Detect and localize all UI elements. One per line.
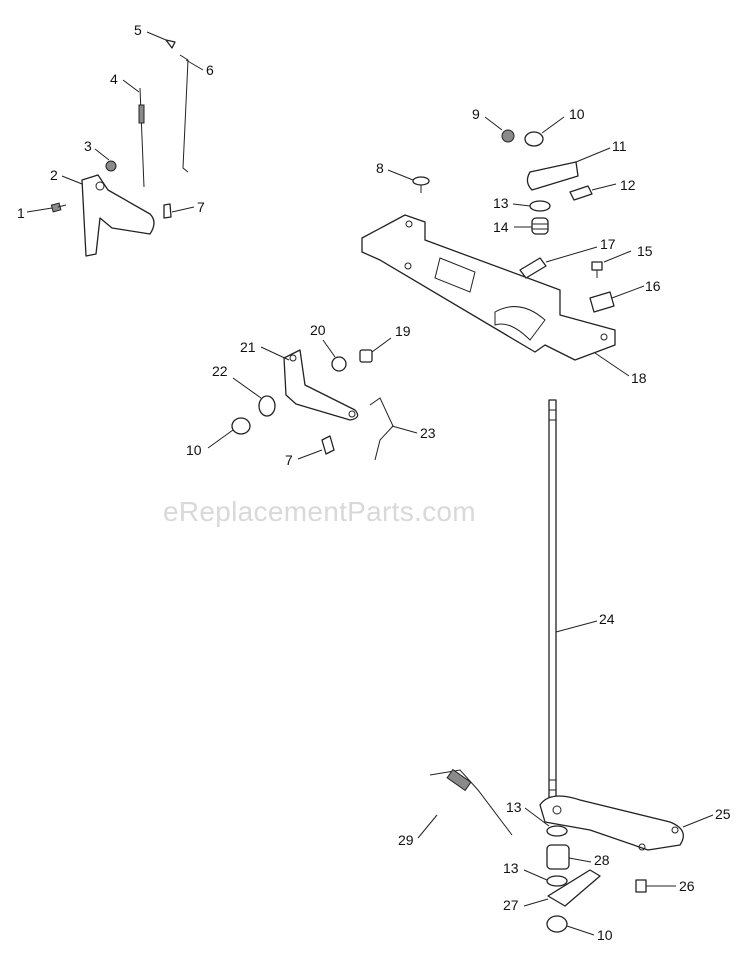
- callout-4: 4: [110, 71, 118, 87]
- part-12-bolt: [569, 185, 593, 201]
- callout-12: 12: [620, 177, 636, 193]
- callout-18: 18: [631, 370, 647, 386]
- part-23-wire-link: [369, 397, 394, 461]
- callout-13-top: 13: [493, 195, 509, 211]
- callout-20: 20: [310, 322, 326, 338]
- part-10-nut-bottom: [546, 915, 568, 933]
- part-3-nut: [105, 160, 117, 172]
- callout-8: 8: [376, 160, 384, 176]
- part-14-spring: [531, 217, 549, 235]
- part-28-spacer: [546, 844, 570, 870]
- part-20-nut: [331, 356, 347, 372]
- callout-25: 25: [715, 806, 731, 822]
- part-5-clip: [165, 39, 176, 49]
- part-24-threaded-rod: [548, 399, 557, 801]
- part-8-screw: [412, 176, 430, 193]
- callout-6: 6: [206, 62, 214, 78]
- part-7-clip-mid: [321, 435, 335, 455]
- callout-3: 3: [84, 138, 92, 154]
- callout-10-bottom: 10: [597, 927, 613, 943]
- part-29-spring: [429, 768, 513, 836]
- callout-26: 26: [679, 878, 695, 894]
- callout-15: 15: [637, 243, 653, 259]
- callout-10-top: 10: [569, 106, 585, 122]
- callout-23: 23: [420, 425, 436, 441]
- part-26-screw: [635, 879, 647, 893]
- part-21-arm-plate: [283, 349, 359, 421]
- callout-2: 2: [50, 167, 58, 183]
- callout-27: 27: [503, 897, 519, 913]
- callout-13-low: 13: [503, 860, 519, 876]
- part-1-screw: [50, 202, 67, 213]
- callout-1: 1: [17, 205, 25, 221]
- part-16-clip: [589, 291, 615, 313]
- watermark: eReplacementParts.com: [163, 496, 476, 527]
- callout-14: 14: [493, 219, 509, 235]
- callout-16: 16: [645, 278, 661, 294]
- callout-9: 9: [472, 106, 480, 122]
- part-2-lever: [81, 174, 155, 257]
- part-18-bracket-plate: [361, 214, 616, 361]
- part-22-washer: [258, 395, 276, 417]
- part-10-nut-mid: [231, 417, 251, 435]
- part-13-washer-top: [529, 200, 551, 212]
- callout-7-upper: 7: [197, 199, 205, 215]
- part-7-clip-upper: [163, 203, 172, 219]
- callout-28: 28: [594, 852, 610, 868]
- part-9-nut: [501, 129, 515, 143]
- part-19-clip: [359, 349, 373, 363]
- part-10-nut-top: [524, 131, 544, 147]
- part-13-washer-low: [546, 875, 568, 887]
- part-17-screw: [519, 257, 547, 279]
- part-11-lever-arm: [526, 161, 579, 191]
- callout-29: 29: [398, 832, 414, 848]
- part-6-link-rod: [179, 54, 189, 173]
- part-25-plate: [539, 795, 684, 851]
- callout-24: 24: [599, 611, 615, 627]
- callout-5: 5: [134, 22, 142, 38]
- callout-10-mid: 10: [186, 442, 202, 458]
- part-13-washer-mid: [546, 825, 568, 837]
- callout-11: 11: [612, 138, 627, 154]
- callout-labels: 1 2 3 4 5 6 7 8 9 10 11 12 13 14 15 17 1…: [17, 22, 731, 943]
- callout-21: 21: [240, 339, 256, 355]
- callout-22: 22: [212, 363, 228, 379]
- callout-19: 19: [395, 323, 411, 339]
- leader-lines: [26, 31, 714, 936]
- part-4-spring-rod: [138, 87, 145, 188]
- part-27-lever: [547, 869, 601, 907]
- callout-13-mid: 13: [506, 799, 522, 815]
- callout-17: 17: [600, 236, 616, 252]
- part-15-screw: [591, 261, 603, 278]
- callout-7-mid: 7: [285, 452, 293, 468]
